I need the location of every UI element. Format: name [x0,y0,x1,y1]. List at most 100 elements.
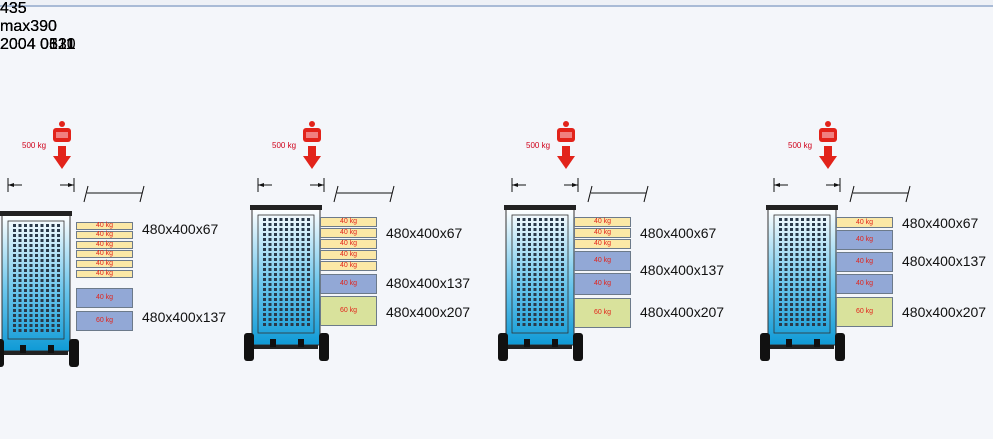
drawer: 40 kg [320,239,377,249]
article-number: 2004 0321 [0,36,76,53]
drawer: 40 kg [320,217,377,227]
weight-icon [557,121,575,142]
article-number: 2004 0131 [0,36,76,53]
drawer: 40 kg [320,261,377,271]
cart-body [504,205,576,349]
drawer-weight-label: 40 kg [95,270,114,278]
article-number: 2004 0511 [0,36,75,53]
load-label: 500 kg [272,141,297,150]
top-bar [0,0,993,7]
drawer-weight-label: 40 kg [855,218,874,226]
weight-icon [53,121,71,142]
drawer-size-label: 480x400x207 [902,304,987,320]
width-label: 435 [0,0,27,17]
drawer-weight-label: 40 kg [339,240,358,248]
wheel-icon [498,333,583,361]
load-label: 500 kg [526,141,551,150]
drawer: 40 kg [76,222,133,230]
drawer-weight-label: 60 kg [339,307,358,315]
drawer-weight-label: 40 kg [95,260,114,268]
drawer: 40 kg [836,217,893,228]
width-dimension-line [511,178,579,192]
width-dimension-line [7,178,75,192]
depth-dimension-line [333,185,395,203]
depth-label: max390 [0,18,57,35]
drawer-weight-label: 40 kg [95,250,114,258]
drawer-size-label: 480x400x67 [902,215,979,231]
drawer-weight-label: 40 kg [339,280,358,288]
weight-icon [819,121,837,142]
drawer-size-label: 480x400x137 [142,309,227,325]
drawer-weight-label: 40 kg [95,294,114,302]
wheel-icon [0,339,79,367]
drawer-weight-label: 60 kg [95,317,114,325]
load-label: 500 kg [788,141,813,150]
drawer: 60 kg [320,296,377,326]
drawer-weight-label: 40 kg [593,257,612,265]
drawer-weight-label: 60 kg [855,308,874,316]
down-arrow-icon [819,146,837,169]
drawer-size-label: 480x400x137 [386,275,471,291]
down-arrow-icon [53,146,71,169]
depth-label: max390 [0,18,57,35]
drawer: 40 kg [836,230,893,250]
drawer: 40 kg [574,217,631,227]
drawer: 40 kg [574,228,631,238]
drawer: 40 kg [836,274,893,294]
drawer-weight-label: 40 kg [339,218,358,226]
depth-dimension-line [83,185,145,203]
down-arrow-icon [557,146,575,169]
drawer: 40 kg [76,241,133,249]
width-dimension-line [773,178,841,192]
depth-dimension-line [849,185,911,203]
drawer: 40 kg [76,260,133,268]
drawer: 40 kg [76,250,133,258]
drawer: 60 kg [76,311,133,331]
drawer: 40 kg [320,274,377,294]
wheel-icon [760,333,845,361]
cart-body [0,211,72,355]
drawer-size-label: 480x400x207 [386,304,471,320]
drawer-weight-label: 60 kg [593,309,612,317]
drawer: 40 kg [574,251,631,271]
drawer: 60 kg [574,298,631,328]
drawer-weight-label: 40 kg [593,240,612,248]
drawer-size-label: 480x400x67 [142,221,219,237]
drawer-size-label: 480x400x137 [640,262,725,278]
drawer: 40 kg [320,250,377,260]
drawer: 40 kg [320,228,377,238]
drawer-weight-label: 40 kg [855,280,874,288]
depth-label: max390 [0,18,57,35]
depth-dimension-line [587,185,649,203]
drawer-weight-label: 40 kg [339,262,358,270]
width-dimension-line [257,178,325,192]
drawer-weight-label: 40 kg [339,251,358,259]
drawer-weight-label: 40 kg [855,236,874,244]
cart-body [250,205,322,349]
drawer-size-label: 480x400x67 [386,225,463,241]
drawer-weight-label: 40 kg [593,280,612,288]
article-number: 2004 0620 [0,36,76,53]
drawer-size-label: 480x400x137 [902,253,987,269]
drawer-weight-label: 40 kg [95,231,114,239]
drawer: 40 kg [836,252,893,272]
drawer: 40 kg [574,239,631,249]
drawer-size-label: 480x400x67 [640,225,717,241]
weight-icon [303,121,321,142]
drawer-size-label: 480x400x207 [640,304,725,320]
width-label: 435 [0,0,27,17]
drawer-weight-label: 40 kg [855,258,874,266]
drawer-weight-label: 40 kg [95,222,114,230]
drawer-weight-label: 40 kg [339,229,358,237]
drawer: 60 kg [836,297,893,327]
drawer-weight-label: 40 kg [593,218,612,226]
drawer: 40 kg [574,273,631,295]
down-arrow-icon [303,146,321,169]
